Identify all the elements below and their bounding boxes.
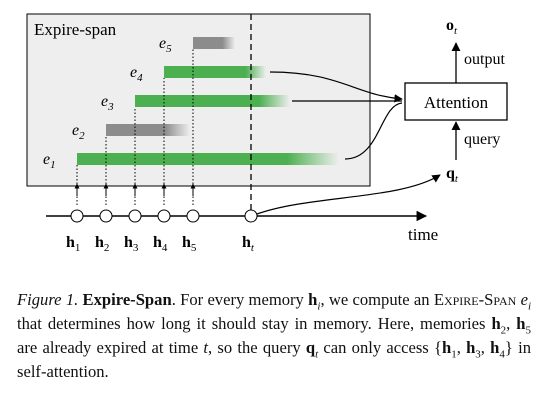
curve-e1-attention [344, 102, 403, 160]
label-h5: h5 [182, 234, 197, 254]
query-var: qt [446, 165, 459, 185]
output-var: ot [446, 17, 458, 37]
caption-text-5: , so the query [208, 338, 306, 357]
label-e5: e5 [159, 35, 172, 55]
caption-text-4: are already expired at time [17, 338, 204, 357]
expire-span-diagram: Expire-span e5 e4 e3 e2 e1 time h1 [26, 13, 508, 254]
expire-bar-e1 [77, 153, 339, 165]
caption-text-1: . For every memory [171, 290, 309, 309]
attention-box [404, 82, 508, 121]
label-h3: h3 [124, 234, 139, 254]
memory-to-attention-curves [269, 71, 403, 160]
caption-e-i: ei [520, 290, 531, 313]
query-label: query [464, 131, 500, 148]
caption-text-2: , we compute an [320, 290, 434, 309]
node-ht [244, 209, 258, 223]
expire-bar-e3 [135, 95, 290, 107]
curve-ht-query [256, 174, 441, 215]
caption-text-3: that determines how long it should stay … [17, 314, 492, 333]
expire-span-title: Expire-span [34, 20, 117, 39]
label-h2: h2 [95, 234, 109, 254]
attention-label: Attention [424, 93, 489, 112]
caption-expire-span-sc: Expire-Span [433, 290, 517, 309]
expire-bar-e5 [193, 37, 235, 49]
node-h5 [186, 209, 200, 223]
label-h1: h1 [66, 234, 80, 254]
label-e3: e3 [101, 93, 114, 113]
caption-h5: h5 [516, 314, 531, 337]
curve-e4-attention [269, 71, 403, 103]
hidden-state-nodes [70, 209, 258, 223]
caption-figure-label: Figure 1. [17, 290, 79, 309]
output-label: output [464, 51, 505, 68]
caption-t: t [203, 338, 209, 357]
caption-q-t: qt [305, 338, 319, 361]
node-h3 [128, 209, 142, 223]
caption-text-6: can only access [318, 338, 434, 357]
caption-title: Expire-Span [82, 290, 172, 309]
caption-comma: , [506, 314, 517, 333]
caption-set: {h1, h3, h4} [433, 338, 513, 361]
node-h2 [99, 209, 113, 223]
label-e2: e2 [72, 122, 85, 142]
caption-h2: h2 [491, 314, 507, 337]
label-h4: h4 [153, 234, 168, 254]
label-ht: ht [242, 234, 255, 254]
caption-text-7: in self-attention. [17, 338, 532, 381]
expire-bar-e2 [106, 124, 190, 136]
expire-bar-e4 [164, 66, 266, 78]
label-e1: e1 [43, 151, 56, 171]
connector-arrowheads [74, 183, 196, 196]
node-h4 [157, 209, 171, 223]
caption-h-i: hi [308, 290, 321, 313]
label-e4: e4 [130, 64, 143, 84]
node-h1 [70, 209, 84, 223]
time-label: time [408, 225, 438, 244]
figure-caption: Figure 1. Expire-Span. For every memory … [17, 288, 531, 384]
